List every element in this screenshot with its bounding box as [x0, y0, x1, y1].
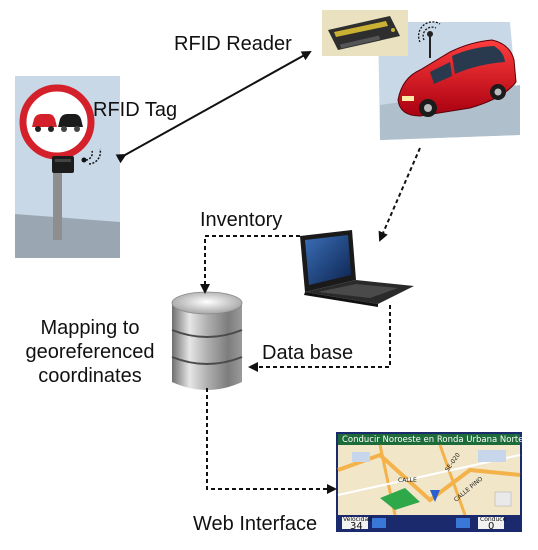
reader-antenna-icon: [417, 21, 441, 58]
gps-arrive-label: Conduce: [480, 516, 507, 523]
no-overtaking-sign-icon: [19, 84, 95, 160]
label-rfid-tag: RFID Tag: [93, 99, 178, 121]
label-data-base: Data base: [262, 342, 354, 364]
laptop-icon: [300, 230, 414, 307]
rfid-tag-icon: [52, 148, 102, 173]
label-mapping-line1: Mapping to: [40, 317, 140, 339]
label-inventory: Inventory: [200, 209, 283, 231]
gps-speed-label: Velocidad: [343, 516, 372, 523]
label-mapping-line3: coordinates: [38, 365, 142, 387]
web-interface-arrow: [206, 388, 337, 494]
car-photo: [378, 21, 520, 140]
database-arrow: [248, 305, 391, 372]
road-sign-photo: [15, 76, 120, 258]
gps-speed-value: 34: [350, 521, 363, 532]
gps-street-1: CALLE: [398, 477, 417, 484]
reader-to-laptop-arrow: [378, 147, 421, 242]
arrows: [115, 51, 421, 494]
car-icon: [397, 39, 517, 117]
gps-title: Conducir Noroeste en Ronda Urbana Norte: [342, 435, 524, 445]
inventory-arrow: [200, 235, 300, 294]
database-icon: [171, 291, 243, 390]
label-rfid-reader: RFID Reader: [174, 33, 292, 55]
label-mapping: Mapping to georeferenced coordinates: [10, 316, 170, 388]
rfid-reader-device-icon: [322, 10, 408, 56]
label-web-interface: Web Interface: [193, 513, 318, 535]
label-mapping-line2: georeferenced: [25, 341, 155, 363]
gps-arrive-value: 0: [488, 521, 494, 532]
rfid-link-arrow: [115, 51, 312, 164]
gps-map-icon: [336, 432, 522, 532]
